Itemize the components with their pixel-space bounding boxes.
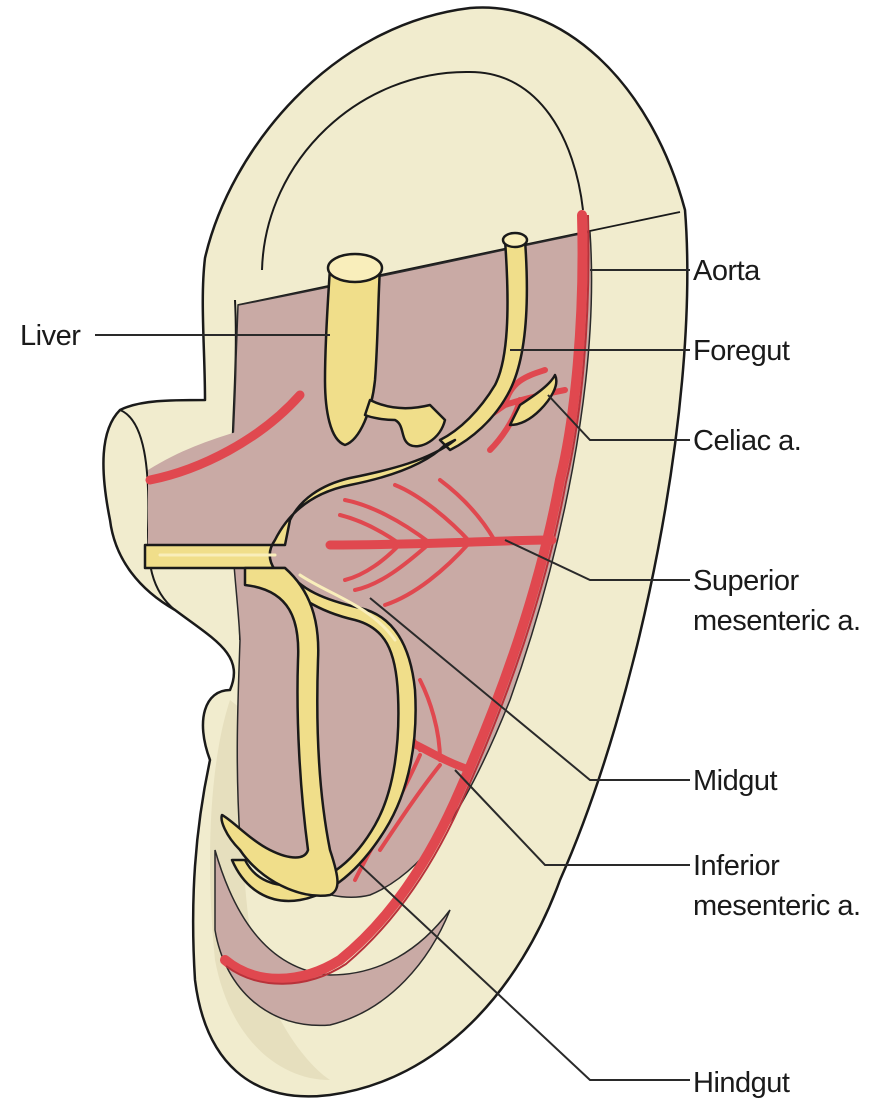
label-superior-line2: mesenteric a. (693, 605, 861, 637)
label-hindgut: Hindgut (693, 1067, 790, 1099)
foregut-top (503, 233, 527, 247)
label-inferior-line2: mesenteric a. (693, 890, 861, 922)
label-aorta: Aorta (693, 255, 761, 287)
label-superior-line1: Superior (693, 565, 799, 597)
label-foregut: Foregut (693, 335, 790, 367)
label-liver: Liver (20, 320, 81, 352)
liver-top (328, 254, 382, 282)
superior-mesenteric-artery (330, 540, 552, 545)
label-inferior-line1: Inferior (693, 850, 780, 882)
label-celiac: Celiac a. (693, 425, 801, 457)
label-midgut: Midgut (693, 765, 777, 797)
